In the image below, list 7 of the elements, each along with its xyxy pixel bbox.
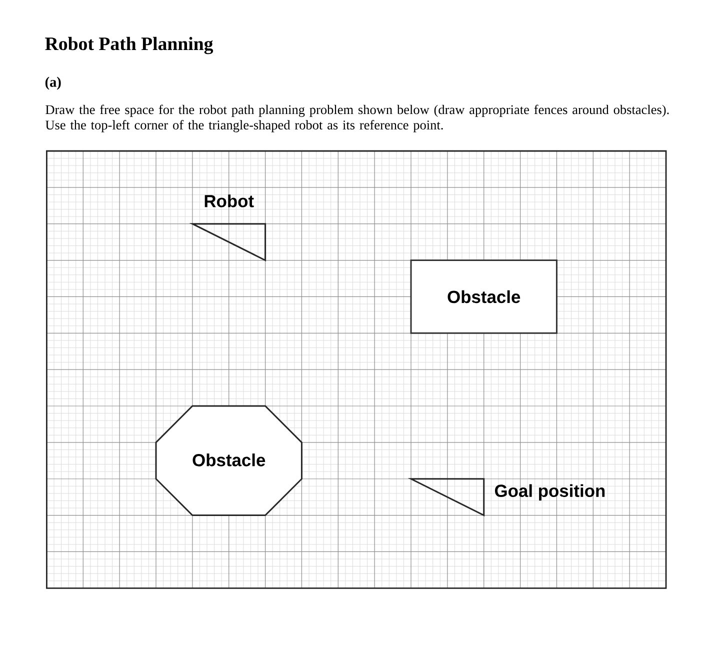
obstacle-octagon: Obstacle bbox=[155, 405, 302, 516]
part-label: (a) bbox=[45, 76, 61, 90]
title: Robot Path Planning bbox=[45, 36, 214, 54]
robot-label: Robot bbox=[204, 194, 254, 208]
goal-label: Goal position bbox=[494, 484, 605, 500]
instruction-text: Draw the free space for the robot path planning problem shown below (draw appropriate fences around obstacles). Use the top-left corner of the triangle-shaped robot as its reference point. bbox=[46, 104, 669, 132]
obstacle-box: Obstacle bbox=[410, 260, 558, 334]
